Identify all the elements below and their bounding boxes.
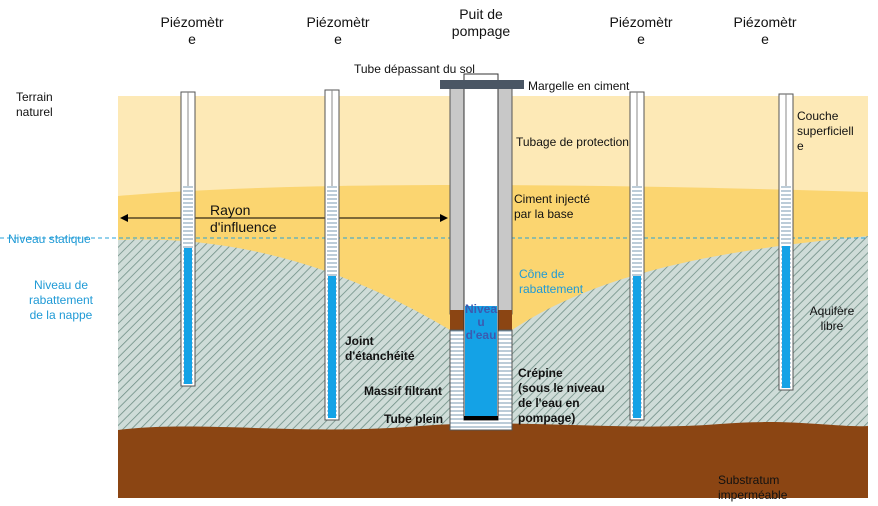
casing-label: Tubage de protection: [516, 135, 629, 149]
substratum-label: Substratum imperméable: [718, 473, 788, 502]
collar-label: Margelle en ciment: [528, 79, 630, 93]
solid-tube-label: Tube plein: [384, 412, 444, 426]
piezometer-1-label: Piézomètr e: [160, 14, 224, 47]
piezometer-2-label: Piézomètr e: [306, 14, 370, 47]
static-level-label: Niveau statique: [8, 232, 91, 246]
piezometer-4-label: Piézomètr e: [733, 14, 797, 47]
substratum-layer: [118, 422, 868, 498]
cone-label: Cône de rabattement: [519, 267, 584, 296]
piezometer-3: [629, 91, 645, 421]
tube-label: Tube dépassant du sol: [354, 62, 475, 76]
well-water: [465, 306, 497, 418]
piezometer-2: [324, 89, 340, 421]
piezometer-1: [180, 91, 196, 387]
radius-label: Rayon d'influence: [210, 202, 277, 235]
cement-collar: [440, 80, 524, 89]
piezometer-4: [778, 93, 794, 391]
water-level-label: Nivea u d'eau: [464, 302, 498, 342]
aquifer-label: Aquifère libre: [809, 304, 855, 333]
drawdown-label: Niveau de rabattement de la nappe: [28, 278, 94, 322]
cement-label: Ciment injecté par la base: [514, 192, 591, 221]
surface-layer-label: Couche superficiell e: [797, 109, 854, 153]
filter-label: Massif filtrant: [364, 384, 443, 398]
well-title: Puit de pompage: [451, 6, 511, 39]
solid-tube-bottom: [464, 416, 498, 420]
terrain-label: Terrain naturel: [16, 90, 53, 119]
pumping-well: [440, 73, 524, 431]
seal-label: Joint d'étanchéité: [345, 334, 415, 363]
screen-label: Crépine (sous le niveau de l'eau en pomp…: [518, 366, 605, 425]
influence-radius-arrow: [120, 214, 448, 222]
piezometer-3-label: Piézomètr e: [609, 14, 673, 47]
